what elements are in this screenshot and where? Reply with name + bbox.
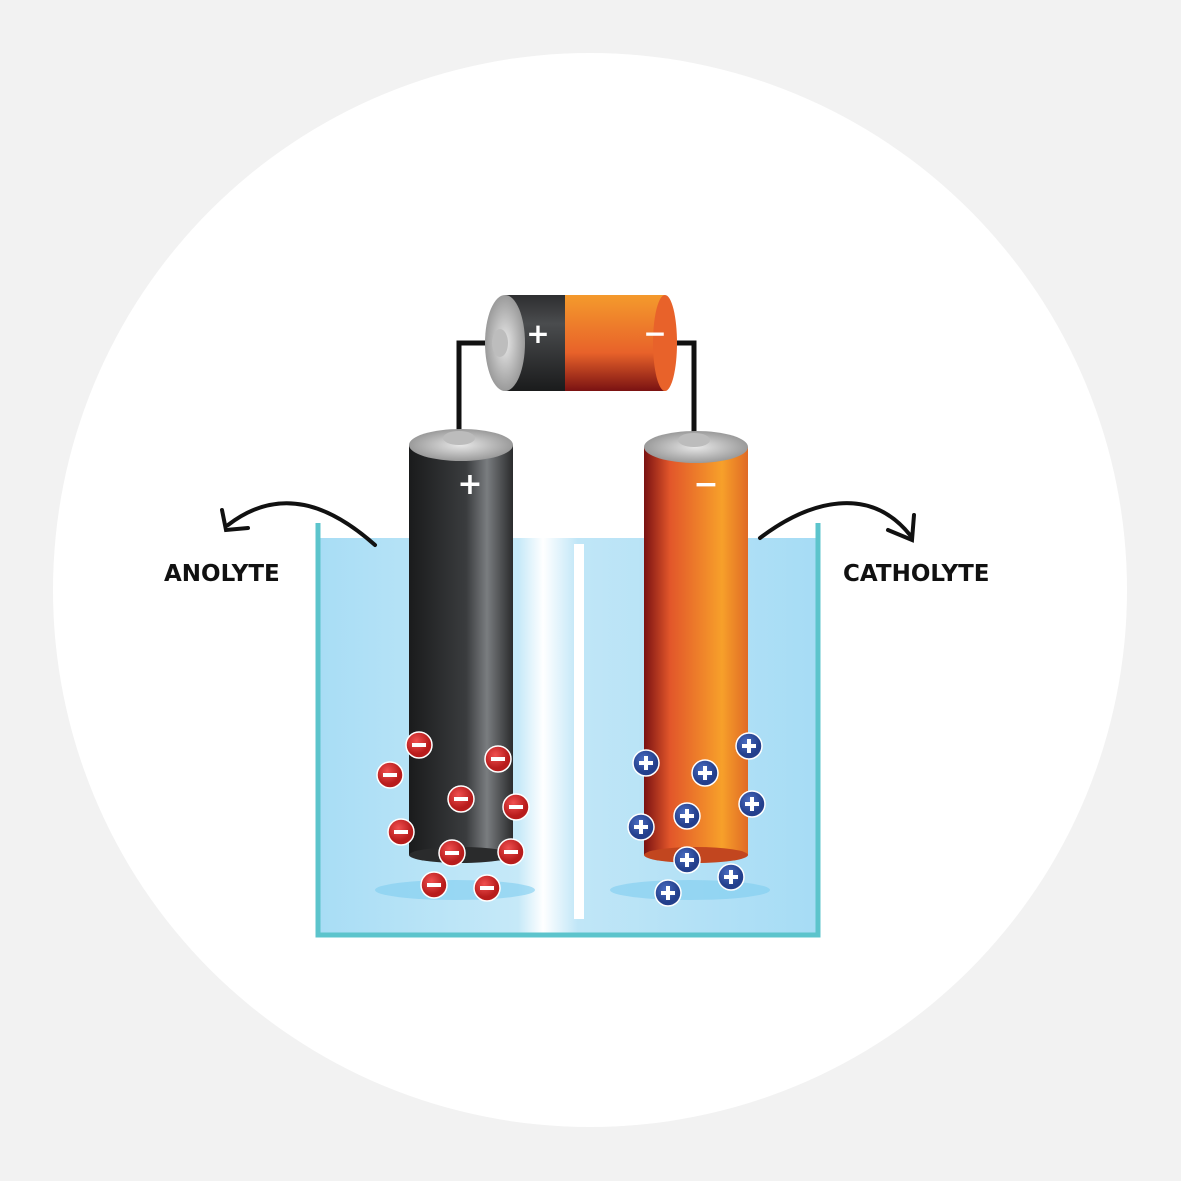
minus-icon <box>491 757 505 761</box>
cathode-electrode: − <box>644 431 748 863</box>
minus-icon <box>394 830 408 834</box>
ions <box>376 731 766 907</box>
negative-sign: − <box>693 467 718 502</box>
plus-icon <box>729 870 733 884</box>
anode-electrode: + <box>409 429 513 863</box>
anolyte-label: ANOLYTE <box>164 561 280 587</box>
wire-left <box>456 340 492 436</box>
tank-outline <box>315 523 821 938</box>
positive-sign: + <box>526 317 549 350</box>
plus-icon <box>703 766 707 780</box>
negative-sign: − <box>643 317 666 350</box>
minus-icon <box>509 805 523 809</box>
membrane <box>574 544 584 919</box>
catholyte-arrow <box>758 501 916 543</box>
plus-icon <box>666 886 670 900</box>
minus-icon <box>504 850 518 854</box>
plus-icon <box>747 739 751 753</box>
power-source-battery: + − <box>485 295 677 391</box>
minus-icon <box>427 883 441 887</box>
minus-icon <box>412 743 426 747</box>
plus-icon <box>639 820 643 834</box>
plus-icon <box>685 809 689 823</box>
minus-icon <box>480 886 494 890</box>
plus-icon <box>644 756 648 770</box>
plus-icon <box>750 797 754 811</box>
minus-icon <box>454 797 468 801</box>
positive-sign: + <box>457 467 482 502</box>
minus-icon <box>383 773 397 777</box>
wire-right <box>674 340 697 436</box>
plus-icon <box>685 853 689 867</box>
anolyte-arrow <box>220 501 377 547</box>
catholyte-label: CATHOLYTE <box>843 561 990 587</box>
minus-icon <box>445 851 459 855</box>
